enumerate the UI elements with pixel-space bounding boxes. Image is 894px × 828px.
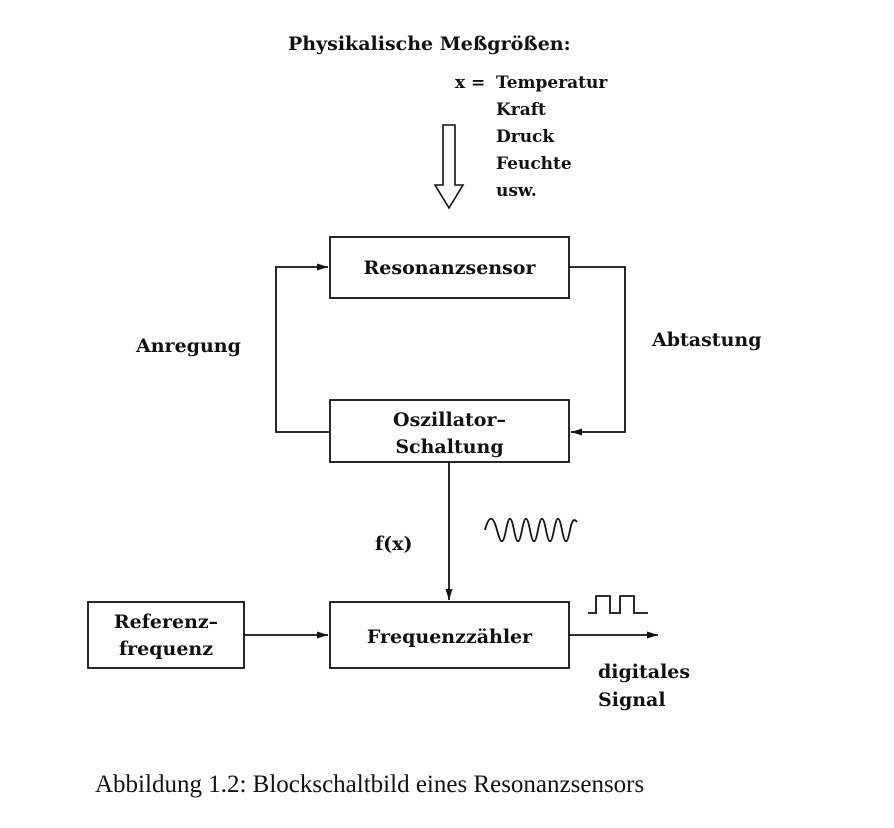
variable-prefix: x =	[455, 73, 485, 93]
counter-block	[329, 601, 570, 669]
sampling-path	[569, 266, 626, 436]
output-label-line1: digitales	[598, 661, 690, 683]
quantity-item: Kraft	[496, 100, 546, 120]
excitation-path	[275, 263, 330, 433]
input-arrow	[433, 124, 465, 210]
excitation-label: Anregung	[135, 335, 241, 357]
quantity-item: Druck	[496, 127, 555, 147]
quantity-item: usw.	[496, 181, 537, 201]
square-wave-symbol	[588, 595, 648, 614]
counter-label: Frequenzzähler	[367, 626, 533, 648]
sampling-label: Abtastung	[651, 329, 762, 351]
reference-label-line1: Referenz–	[114, 611, 218, 633]
frequency-label: f(x)	[375, 533, 412, 555]
quantity-item: Temperatur	[496, 73, 608, 93]
resonator-block	[329, 236, 570, 299]
resonator-label: Resonanzsensor	[364, 257, 537, 279]
diagram-heading: Physikalische Meßgrößen:	[288, 33, 571, 55]
output-label-line2: Signal	[598, 689, 666, 711]
oscillator-block	[329, 399, 570, 463]
sine-wave-symbol	[484, 517, 578, 543]
oscillator-label-line1: Oszillator–	[393, 409, 506, 431]
figure-caption: Abbildung 1.2: Blockschaltbild eines Res…	[95, 771, 644, 798]
quantity-item: Feuchte	[496, 154, 572, 174]
reference-label-line2: frequenz	[119, 638, 213, 660]
oscillator-label-line2: Schaltung	[395, 436, 503, 458]
